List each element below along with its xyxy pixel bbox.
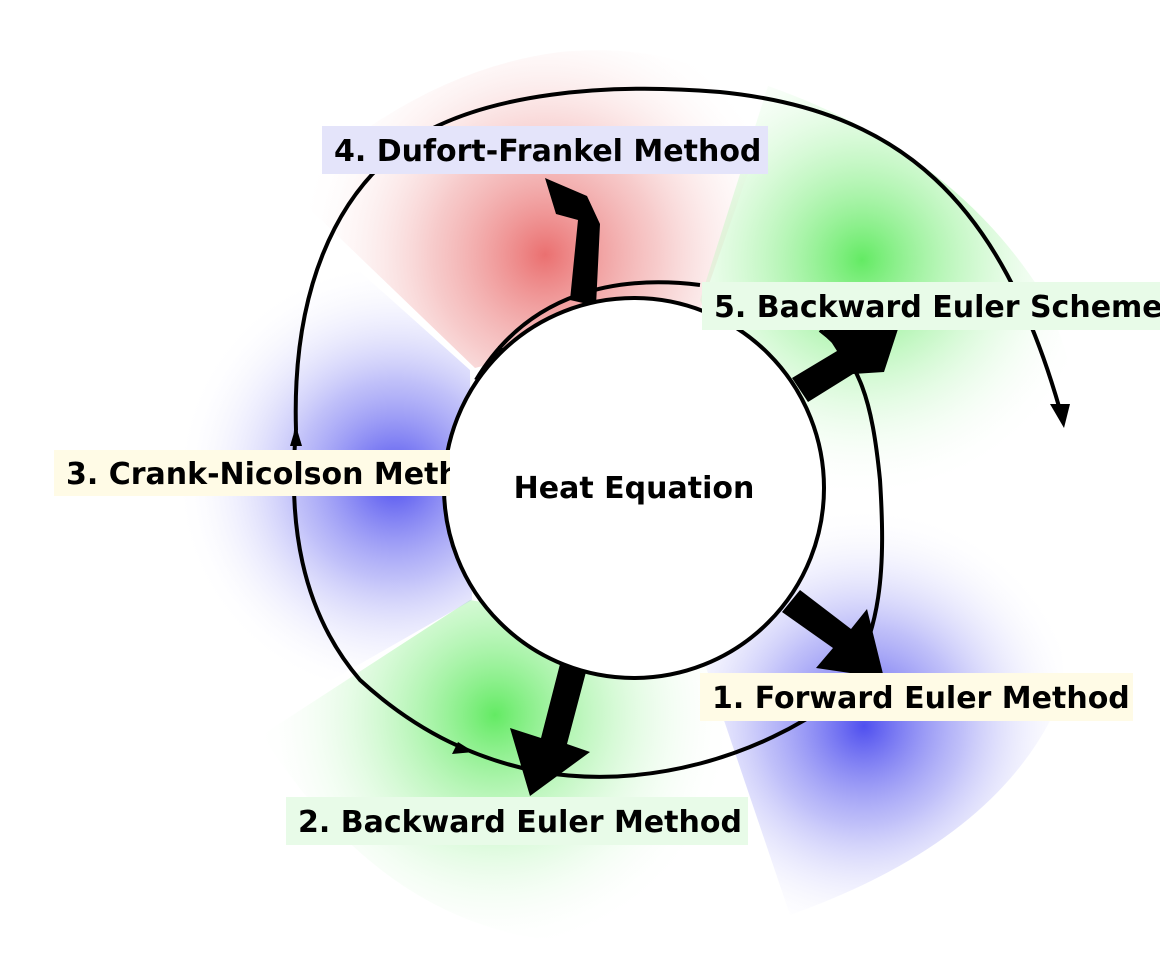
arrow-to-backward-euler-method	[510, 664, 590, 796]
label-box-crank-nicolson	[54, 450, 450, 496]
loop-arrowhead-bottom	[452, 742, 474, 754]
loop-arrowhead-left	[290, 426, 302, 446]
label-box-backward-euler-scheme	[702, 282, 1160, 330]
label-backward-euler-method: 2. Backward Euler Method	[286, 797, 748, 845]
arrow-to-forward-euler	[782, 590, 884, 678]
label-text-crank-nicolson: 3. Crank-Nicolson Method	[66, 457, 502, 492]
center-node: Heat Equation	[442, 296, 826, 680]
label-backward-euler-scheme: 5. Backward Euler Scheme	[702, 282, 1160, 330]
label-text-backward-euler-scheme: 5. Backward Euler Scheme	[714, 290, 1160, 325]
label-box-backward-euler-method	[286, 797, 748, 845]
method-labels: 1. Forward Euler Method 2. Backward Eule…	[286, 126, 1160, 845]
label-dufort-frankel: 4. Dufort-Frankel Method	[322, 126, 768, 174]
label-text-backward-euler-method: 2. Backward Euler Method	[298, 805, 742, 840]
arrow-to-backward-euler-scheme	[792, 329, 898, 402]
method-arrows	[510, 178, 898, 796]
label-crank-nicolson: 3. Crank-Nicolson Method	[54, 450, 502, 496]
label-text-forward-euler: 1. Forward Euler Method	[712, 681, 1130, 716]
label-box-dufort-frankel	[322, 126, 768, 174]
loop-arrowhead-right	[1050, 404, 1070, 428]
label-box-forward-euler	[700, 673, 1133, 721]
label-text-dufort-frankel: 4. Dufort-Frankel Method	[334, 134, 761, 169]
label-forward-euler: 1. Forward Euler Method	[700, 673, 1133, 721]
arrow-to-dufort-frankel	[545, 178, 600, 306]
center-label: Heat Equation	[514, 471, 755, 506]
